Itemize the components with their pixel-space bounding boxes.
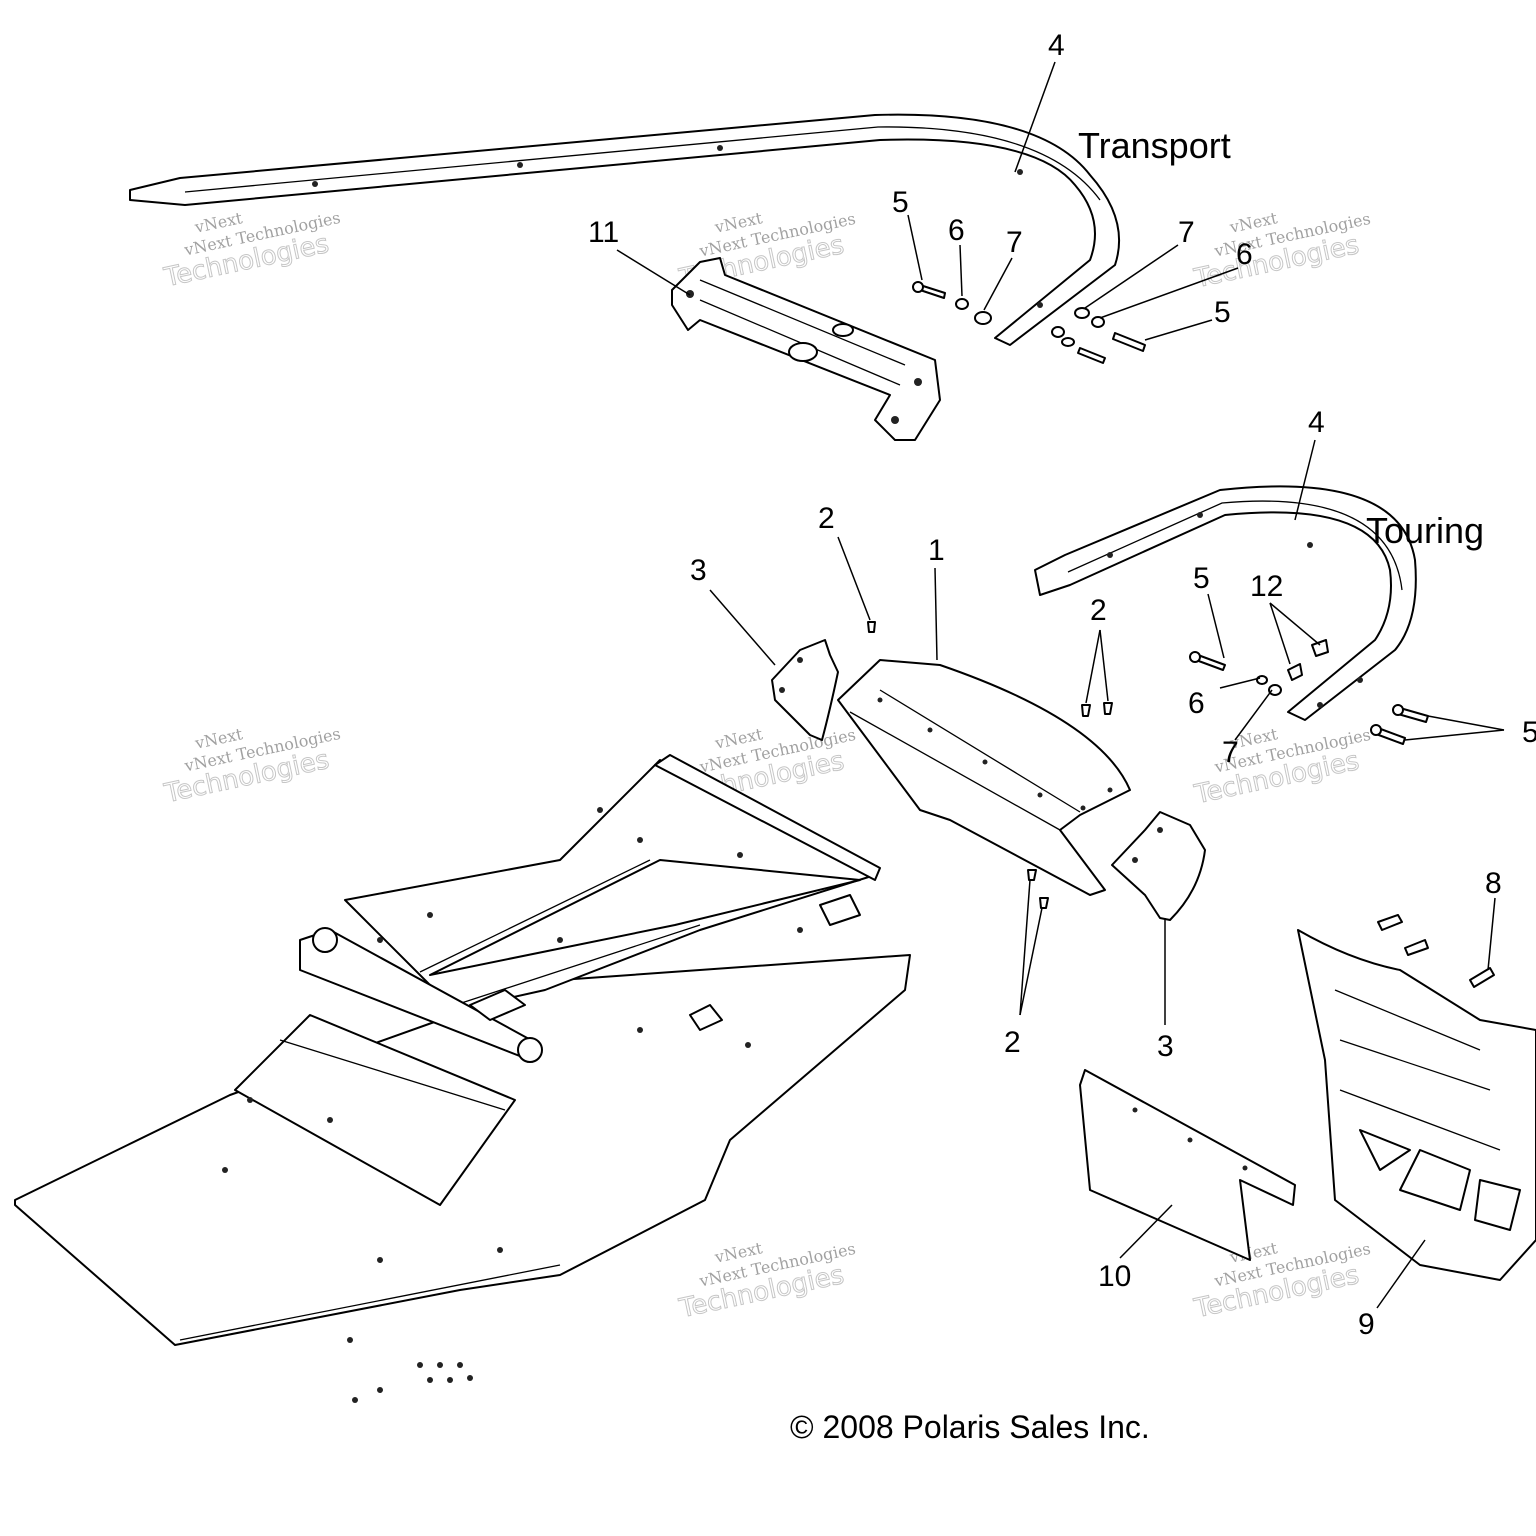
callout-6-transport-b: 6 bbox=[1236, 238, 1253, 271]
transport-rack bbox=[129, 113, 1121, 346]
touring-hardware bbox=[1189, 639, 1429, 745]
callout-2-bottom: 2 bbox=[1004, 1026, 1021, 1059]
callout-5-transport-a: 5 bbox=[892, 186, 909, 219]
transport-bracket bbox=[671, 257, 941, 441]
touring-label: Touring bbox=[1366, 510, 1484, 551]
callout-3-left: 3 bbox=[690, 554, 707, 587]
snow-flap bbox=[1297, 914, 1536, 1281]
callout-7-transport-b: 7 bbox=[1178, 216, 1195, 249]
callout-10: 10 bbox=[1098, 1260, 1131, 1293]
callout-4-transport: 4 bbox=[1048, 29, 1065, 62]
transport-label: Transport bbox=[1078, 125, 1231, 166]
right-side-bracket bbox=[1111, 811, 1206, 921]
callout-5-transport-b: 5 bbox=[1214, 296, 1231, 329]
callout-8: 8 bbox=[1485, 867, 1502, 900]
callout-2-top-right: 2 bbox=[1090, 594, 1107, 627]
callout-11: 11 bbox=[588, 216, 619, 249]
callout-9: 9 bbox=[1358, 1308, 1375, 1341]
callout-7-transport-a: 7 bbox=[1006, 226, 1023, 259]
watermark-mid-right: vNext vNext Technologies Technologies bbox=[1191, 724, 1373, 811]
callout-6-transport-a: 6 bbox=[948, 214, 965, 247]
watermark-top-right: vNext vNext Technologies Technologies bbox=[1191, 208, 1373, 295]
callout-6-touring: 6 bbox=[1188, 687, 1205, 720]
callout-4-touring: 4 bbox=[1308, 406, 1325, 439]
mud-flap bbox=[1079, 1069, 1296, 1261]
callout-3-right: 3 bbox=[1157, 1030, 1174, 1063]
leader-lines bbox=[616, 61, 1505, 1309]
callout-5-touring-a: 5 bbox=[1193, 562, 1210, 595]
callout-2-top-left: 2 bbox=[818, 502, 835, 535]
copyright-notice: © 2008 Polaris Sales Inc. bbox=[790, 1409, 1150, 1445]
callout-5-touring-b: 5 bbox=[1522, 716, 1536, 749]
callout-7-touring: 7 bbox=[1222, 736, 1239, 769]
touring-rack bbox=[1034, 485, 1417, 721]
transport-hardware bbox=[912, 281, 1146, 364]
snowmobile-tunnel bbox=[14, 754, 911, 1403]
left-side-bracket bbox=[771, 639, 839, 741]
callout-1: 1 bbox=[928, 534, 945, 567]
rear-tray bbox=[837, 659, 1131, 896]
callout-12: 12 bbox=[1250, 570, 1283, 603]
watermark-bottom-center: vNext vNext Technologies Technologies bbox=[676, 1238, 858, 1325]
rivets bbox=[867, 621, 1113, 909]
watermark-mid-left: vNext vNext Technologies Technologies bbox=[161, 724, 343, 810]
